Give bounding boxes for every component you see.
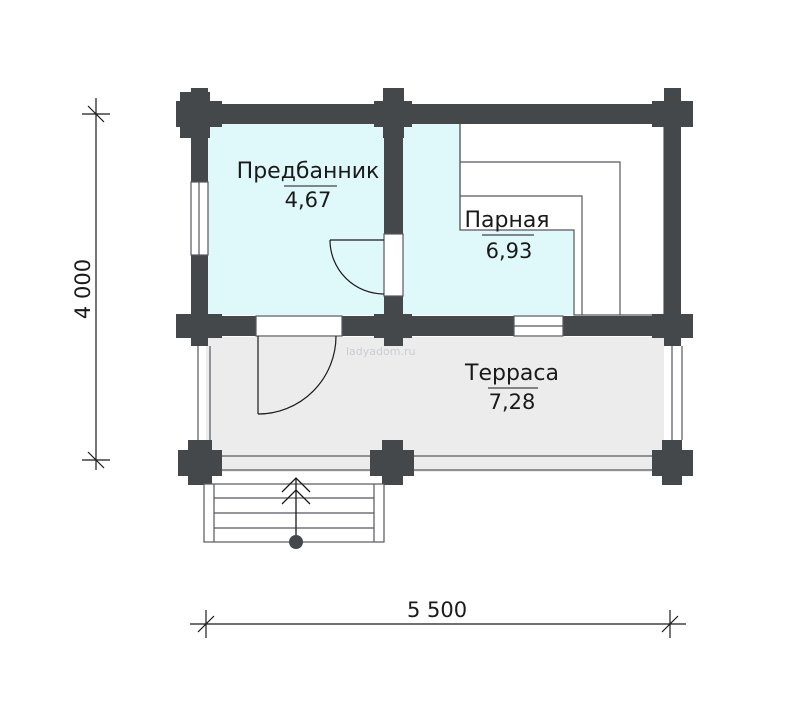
window-predbannik <box>190 181 209 256</box>
room-area: 6,93 <box>486 239 533 263</box>
room-name: Терраса <box>464 361 559 386</box>
dimension-width-label: 5 500 <box>407 598 467 622</box>
log-corners-top <box>176 88 693 142</box>
room-name: Предбанник <box>237 159 380 184</box>
room-area: 4,67 <box>285 188 332 212</box>
room-name: Парная <box>464 208 549 233</box>
room-label-terrasa: Терраса 7,28 <box>464 361 559 414</box>
log-corners-bottom <box>178 440 693 485</box>
door-parnaya <box>329 233 404 297</box>
watermark: ladyadom.ru <box>346 345 415 358</box>
dimension-height-label: 4 000 <box>71 259 95 319</box>
door-entrance <box>255 315 343 415</box>
room-fill-terrasa <box>206 337 664 472</box>
room-fill-predbannik <box>206 122 384 315</box>
dimension-width <box>190 610 686 638</box>
room-label-parnaya: Парная 6,93 <box>464 208 549 263</box>
log-corners-middle <box>176 306 693 346</box>
room-area: 7,28 <box>489 390 536 414</box>
dimension-height <box>82 98 110 470</box>
window-parnaya <box>513 315 564 337</box>
room-label-predbannik: Предбанник 4,67 <box>237 159 380 212</box>
terrace-railing <box>197 346 683 471</box>
entrance-stairs <box>203 483 385 543</box>
entry-arrow-icon <box>281 477 311 549</box>
